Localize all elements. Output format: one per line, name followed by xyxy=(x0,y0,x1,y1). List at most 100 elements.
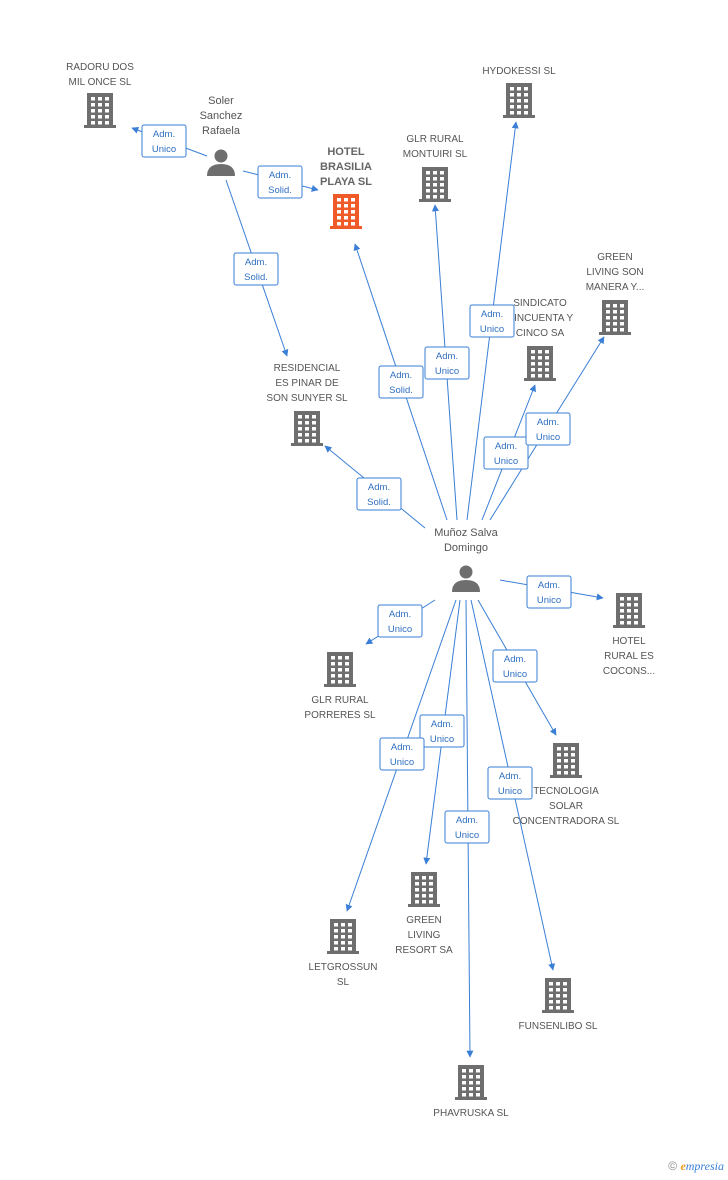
role-badge[interactable]: Adm.Unico xyxy=(526,575,572,609)
node-label: RESORT SA xyxy=(395,945,453,956)
role-badge-box xyxy=(492,649,538,683)
node-hydokessi[interactable]: HYDOKESSI SL xyxy=(482,66,556,118)
role-badge-box xyxy=(377,604,423,638)
role-badge[interactable]: Adm. Solid. xyxy=(233,252,279,286)
node-label: MONTUIRI SL xyxy=(403,149,468,160)
node-label: Domingo xyxy=(444,542,488,554)
node-phavruska[interactable]: PHAVRUSKA SL xyxy=(433,1065,509,1119)
role-badge-text: Adm. xyxy=(368,482,390,493)
role-badge-box xyxy=(141,124,187,158)
role-badge[interactable]: Adm.Unico xyxy=(487,766,533,800)
role-badge[interactable]: Adm.Unico xyxy=(483,436,529,470)
nodes-layer: RADORU DOS MIL ONCE SL SolerSanchezRafaela… xyxy=(66,62,655,1119)
node-label: RADORU DOS xyxy=(66,62,134,73)
node-label: SOLAR xyxy=(549,801,583,812)
role-badge[interactable]: Adm.Unico xyxy=(492,649,538,683)
node-label: LIVING xyxy=(408,930,441,941)
node-label: SON SUNYER SL xyxy=(266,393,348,404)
role-badge-box xyxy=(487,766,533,800)
node-label: COCONS... xyxy=(603,666,655,677)
node-letgrossun[interactable]: LETGROSSUN SL xyxy=(309,919,378,988)
role-badge[interactable]: Adm.Unico xyxy=(377,604,423,638)
role-badge-box xyxy=(419,714,465,748)
node-label: GREEN xyxy=(406,915,442,926)
role-badge[interactable]: Adm. Unico xyxy=(379,737,425,771)
role-badge[interactable]: Adm.Unico xyxy=(469,304,515,338)
node-label: PLAYA SL xyxy=(320,176,372,188)
role-badge[interactable]: Adm. Solid. xyxy=(356,477,402,511)
role-badge-text: Adm. xyxy=(456,815,478,826)
node-label: Rafaela xyxy=(202,125,241,137)
node-label: GLR RURAL xyxy=(406,134,464,145)
node-label: RESIDENCIAL xyxy=(274,363,341,374)
role-badge-text: Unico xyxy=(537,595,561,606)
role-badge-text: Adm. xyxy=(495,441,517,452)
role-badge-text: Adm. xyxy=(389,609,411,620)
node-label: GLR RURAL xyxy=(311,695,369,706)
copyright-symbol: © xyxy=(668,1159,678,1173)
node-glr-montuiri[interactable]: GLR RURAL MONTUIRI SL xyxy=(403,134,468,202)
role-badge-text: Adm. xyxy=(481,309,503,320)
role-badge[interactable]: Adm.Solid. xyxy=(378,365,424,399)
role-badge[interactable]: Adm. Unico xyxy=(444,810,490,844)
role-badge-text: Adm. xyxy=(537,417,559,428)
role-badge-text: Adm. xyxy=(245,257,267,268)
node-label: LETGROSSUN xyxy=(309,962,378,973)
role-badge[interactable]: Adm.Unico xyxy=(424,346,470,380)
role-badge[interactable]: Adm. Solid. xyxy=(257,165,303,199)
node-label: CINCUENTA Y xyxy=(507,313,574,324)
role-badge-box xyxy=(525,412,571,446)
role-badge-text: Unico xyxy=(152,144,176,155)
node-funsenlibo[interactable]: FUNSENLIBO SL xyxy=(519,978,598,1032)
node-green-resort[interactable]: GREEN LIVING RESORT SA xyxy=(395,872,453,956)
role-badge-text: Unico xyxy=(455,830,479,841)
role-badge-box xyxy=(483,436,529,470)
role-badge[interactable]: Adm. Unico xyxy=(419,714,465,748)
building-icon xyxy=(613,593,645,628)
role-badge-box xyxy=(379,737,425,771)
badges-layer: Adm.UnicoAdm.Solid.Adm.Solid.Adm.Solid.A… xyxy=(141,124,572,844)
node-label: HOTEL xyxy=(327,146,365,158)
node-label: HYDOKESSI SL xyxy=(482,66,556,77)
building-icon xyxy=(291,411,323,446)
node-label: SL xyxy=(337,977,350,988)
role-badge-text: Solid. xyxy=(244,272,268,283)
building-icon xyxy=(542,978,574,1013)
role-badge[interactable]: Adm. Unico xyxy=(525,412,571,446)
building-icon xyxy=(327,919,359,954)
node-label: MANERA Y... xyxy=(586,282,645,293)
building-icon xyxy=(419,167,451,202)
building-icon xyxy=(524,346,556,381)
building-icon xyxy=(550,743,582,778)
role-badge-text: Unico xyxy=(430,734,454,745)
building-icon xyxy=(599,300,631,335)
person-icon xyxy=(452,565,480,592)
empresia-logo[interactable]: empresia xyxy=(680,1159,724,1173)
role-badge-text: Solid. xyxy=(367,497,391,508)
building-icon xyxy=(503,83,535,118)
node-radoru[interactable]: RADORU DOS MIL ONCE SL xyxy=(66,62,134,128)
building-icon xyxy=(408,872,440,907)
role-badge-text: Adm. xyxy=(153,129,175,140)
node-label: MIL ONCE SL xyxy=(69,77,132,88)
role-badge-text: Adm. xyxy=(431,719,453,730)
node-label: Muñoz Salva xyxy=(434,527,498,539)
role-badge-text: Solid. xyxy=(268,185,292,196)
role-badge-text: Unico xyxy=(390,757,414,768)
node-label: CONCENTRADORA SL xyxy=(513,816,620,827)
role-badge-text: Solid. xyxy=(389,385,413,396)
role-badge-text: Unico xyxy=(536,432,560,443)
role-badge-text: Adm. xyxy=(391,742,413,753)
role-badge-box xyxy=(356,477,402,511)
role-badge-text: Adm. xyxy=(269,170,291,181)
role-badge[interactable]: Adm. Unico xyxy=(141,124,187,158)
